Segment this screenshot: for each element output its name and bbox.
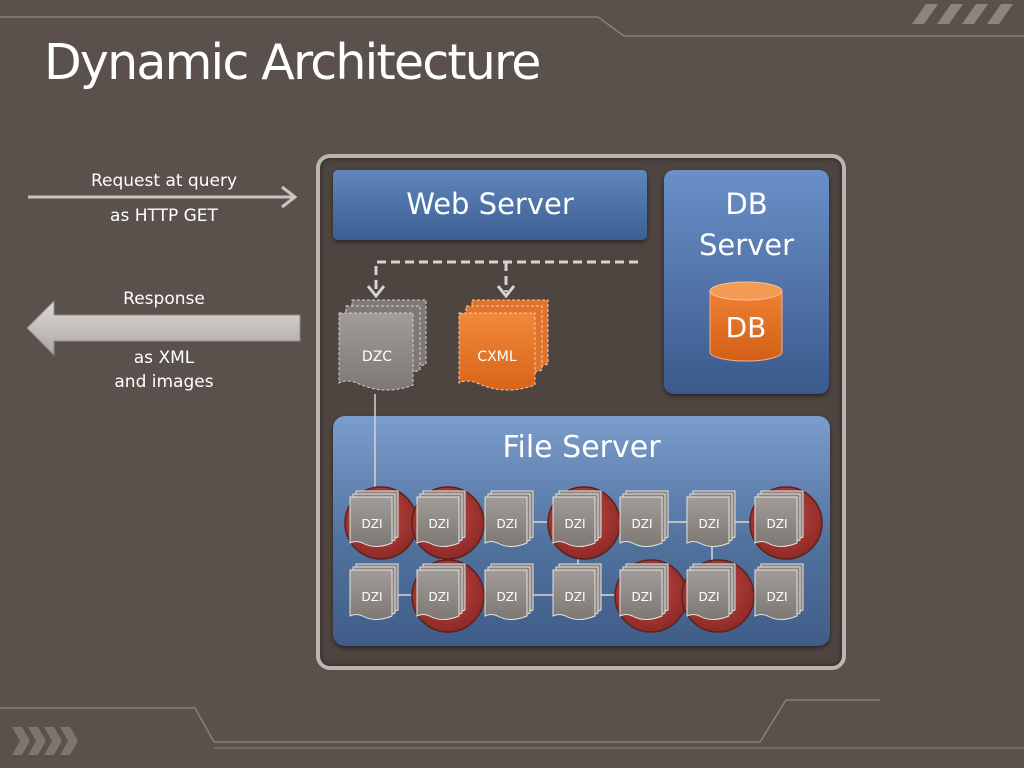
response-label-line2: as XML	[133, 348, 195, 368]
dzi-node: DZI	[411, 559, 485, 633]
top-border-line	[0, 16, 1024, 37]
dzi-node: DZI	[552, 563, 602, 620]
dzi-document	[686, 569, 730, 620]
dzi-document	[754, 496, 798, 547]
dzc-document-stack: DZC	[338, 299, 427, 391]
dzi-label: DZI	[497, 517, 518, 531]
dzi-label: DZI	[429, 517, 450, 531]
bottom-chevron-1	[12, 727, 30, 755]
dzi-node: DZI	[614, 559, 688, 633]
bottom-chevron-3	[44, 727, 62, 755]
dzi-node: DZI	[681, 559, 755, 633]
dzi-document	[416, 569, 460, 620]
cxml-arrow-head	[496, 285, 516, 299]
dzi-document	[619, 496, 663, 547]
dzi-node: DZI	[484, 490, 534, 547]
dzi-label: DZI	[429, 590, 450, 604]
request-label-line2: as HTTP GET	[110, 206, 218, 226]
dzi-label: DZI	[565, 590, 586, 604]
dzi-document	[686, 496, 730, 547]
file-server-label: File Server	[502, 430, 661, 465]
web-server-box: Web Server	[333, 170, 647, 240]
response-label: Response	[123, 289, 205, 309]
dzi-document	[754, 569, 798, 620]
dzi-node: DZI	[754, 563, 804, 620]
request-arrow-head	[281, 185, 298, 209]
dzc-arrow-head	[366, 285, 386, 299]
dzi-document	[349, 569, 393, 620]
dashed-line-main	[374, 260, 638, 292]
web-server-label: Web Server	[406, 187, 574, 221]
dzi-label: DZI	[699, 517, 720, 531]
db-server-label-line2: Server	[698, 228, 795, 262]
request-arrow	[28, 185, 298, 209]
dzi-document	[416, 496, 460, 547]
dzi-label: DZI	[767, 517, 788, 531]
dzi-label: DZI	[632, 590, 653, 604]
dzi-grid: DZI DZI DZI DZI DZI DZI DZI DZI DZI DZI DZI DZI DZI D…	[344, 486, 823, 633]
db-server-label: DB Server	[664, 184, 829, 266]
top-stripe-3	[962, 4, 988, 24]
top-stripe-2	[937, 4, 963, 24]
response-label-line3: and images	[114, 372, 214, 392]
dzi-label: DZI	[699, 590, 720, 604]
dzi-label: DZI	[565, 517, 586, 531]
dzc-document	[338, 312, 414, 391]
dzi-node: DZI	[749, 486, 823, 560]
top-stripe-4	[987, 4, 1013, 24]
top-stripe-1	[912, 4, 938, 24]
dzi-node: DZI	[484, 563, 534, 620]
dzi-label: DZI	[632, 517, 653, 531]
cxml-document-stack: CXML	[458, 299, 549, 391]
dzi-document	[552, 496, 596, 547]
dzi-document	[619, 569, 663, 620]
dzi-document	[484, 496, 528, 547]
dzi-node: DZI	[619, 490, 669, 547]
bottom-chevron-4	[60, 727, 78, 755]
db-label: DB	[726, 311, 767, 344]
dzi-document	[552, 569, 596, 620]
db-server-label-line1: DB	[725, 187, 768, 221]
dzi-node: DZI	[344, 486, 418, 560]
dzi-document	[349, 496, 393, 547]
cxml-document	[458, 312, 536, 391]
response-arrow	[26, 299, 301, 357]
slide-title: Dynamic Architecture	[44, 34, 541, 91]
dzi-label: DZI	[362, 517, 383, 531]
db-cylinder-icon: DB	[709, 281, 783, 362]
dzi-label: DZI	[497, 590, 518, 604]
bottom-border-line	[0, 699, 880, 743]
bottom-chevron-2	[28, 727, 46, 755]
cxml-label: CXML	[477, 349, 516, 365]
dzi-label: DZI	[362, 590, 383, 604]
dzi-node: DZI	[547, 486, 621, 560]
request-label-line1: Request at query	[90, 171, 238, 191]
dzi-node: DZI	[686, 490, 736, 547]
dzc-label: DZC	[362, 349, 392, 365]
dzi-document	[484, 569, 528, 620]
dzi-label: DZI	[767, 590, 788, 604]
web-server-dashed-connector	[374, 260, 638, 292]
dzi-node: DZI	[349, 563, 399, 620]
dzi-node: DZI	[411, 486, 485, 560]
